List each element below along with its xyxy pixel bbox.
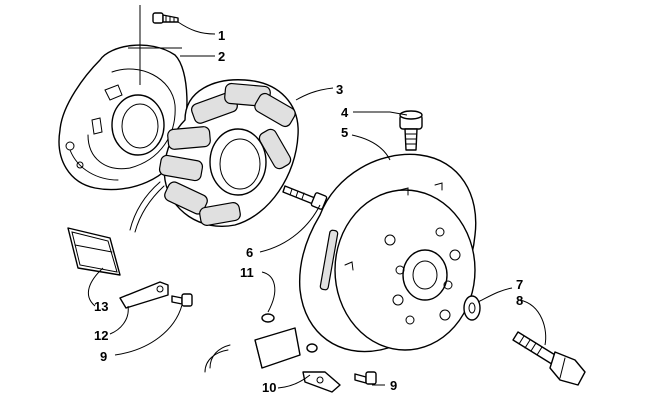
part-6-bolt xyxy=(282,185,328,210)
part-1-screw xyxy=(152,12,179,24)
part-2-housing xyxy=(58,5,188,191)
callout-9-left: 9 xyxy=(100,349,107,364)
callout-1: 1 xyxy=(218,28,225,43)
callout-7: 7 xyxy=(516,277,523,292)
callout-11: 11 xyxy=(240,265,254,280)
callout-4: 4 xyxy=(341,105,349,120)
callout-8: 8 xyxy=(516,293,523,308)
callout-5: 5 xyxy=(341,125,348,140)
leader-lines xyxy=(87,21,547,389)
callout-12: 12 xyxy=(94,328,108,343)
callout-13: 13 xyxy=(94,299,108,314)
part-4-bolt xyxy=(399,110,423,151)
part-5-flywheel xyxy=(298,153,477,353)
part-3-stator xyxy=(129,79,299,233)
callout-3: 3 xyxy=(336,82,343,97)
part-7-washer xyxy=(463,295,481,321)
part-12-bracket xyxy=(119,281,169,309)
callout-10: 10 xyxy=(262,380,276,395)
part-11-pickup xyxy=(204,313,318,373)
callout-2: 2 xyxy=(218,49,225,64)
part-13-plate xyxy=(67,227,121,276)
part-9-screw-left xyxy=(171,293,193,307)
part-10-bracket xyxy=(302,371,341,393)
part-8-bolt xyxy=(512,331,586,386)
callout-6: 6 xyxy=(246,245,253,260)
part-9-screw-right xyxy=(354,371,377,385)
callout-9-right: 9 xyxy=(390,378,397,393)
